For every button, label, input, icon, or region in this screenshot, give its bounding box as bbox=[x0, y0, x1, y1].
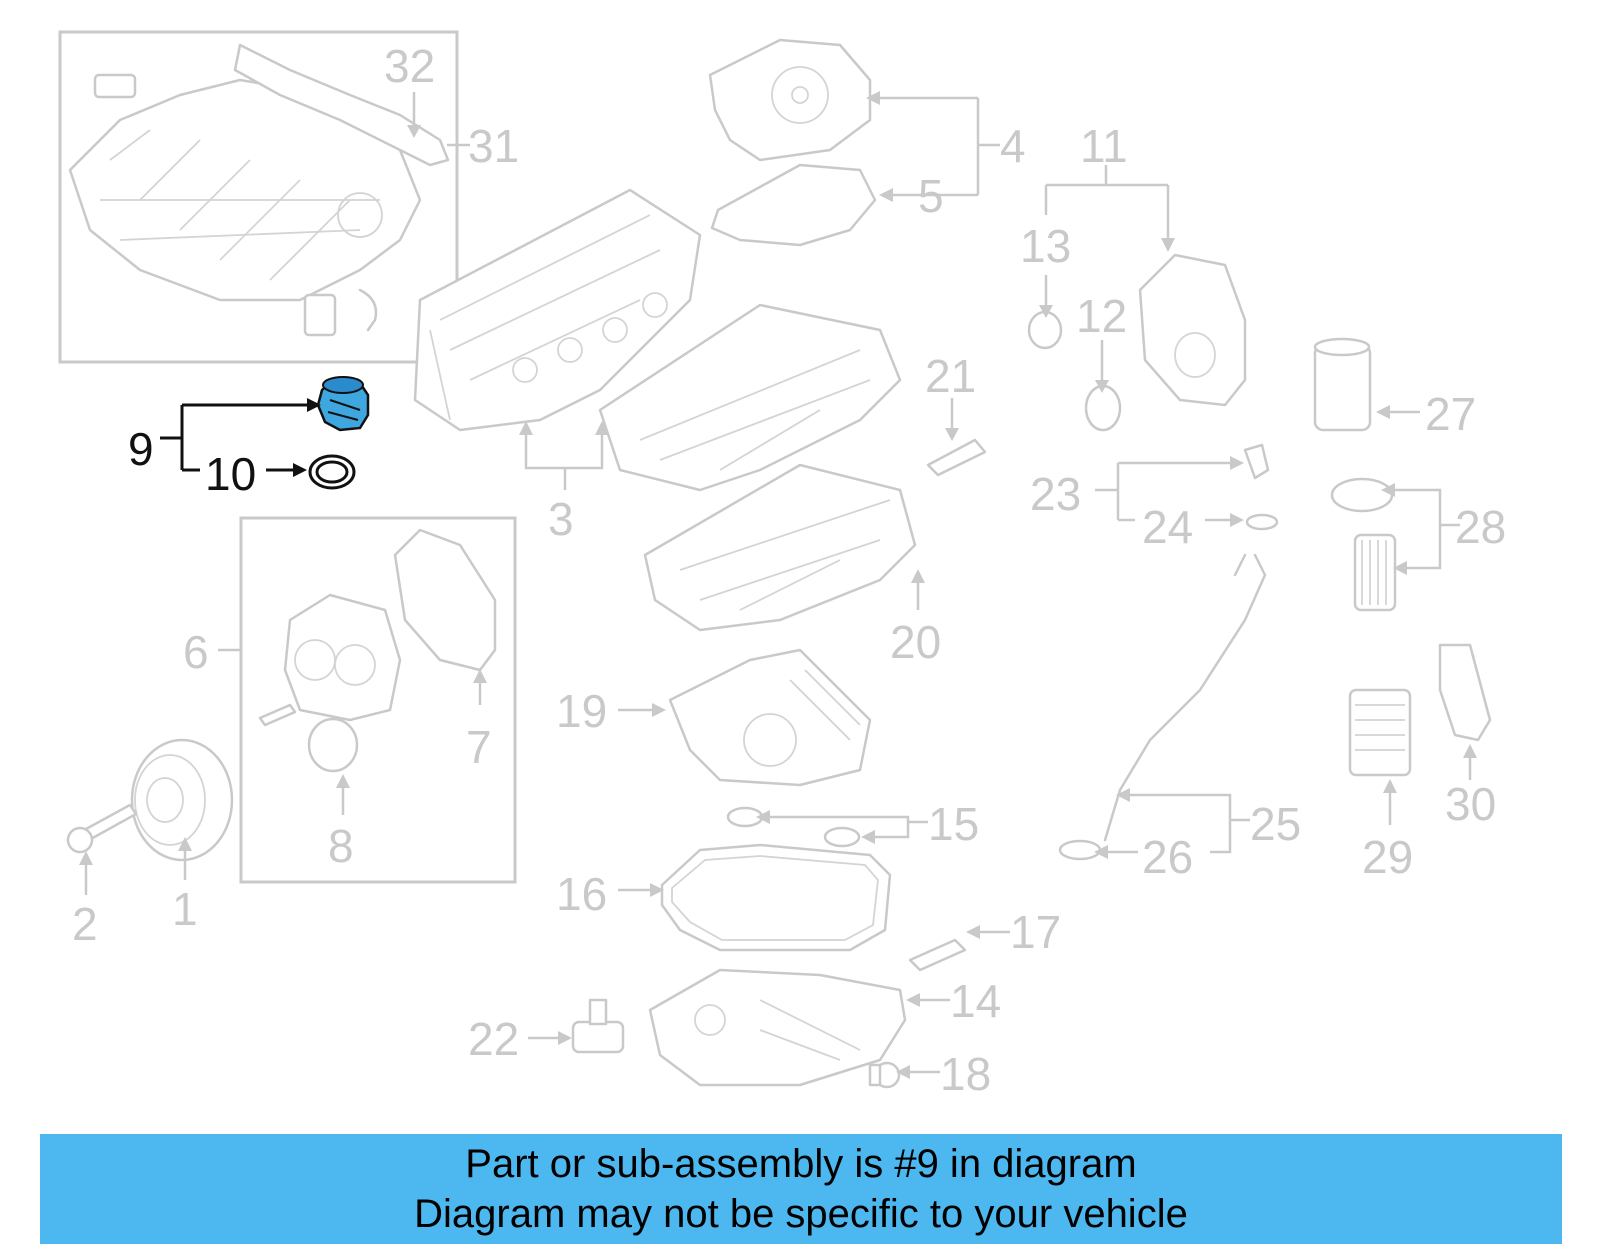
oil-filter-housing-part bbox=[1313, 337, 1372, 432]
cylinder-head-part bbox=[413, 188, 702, 432]
filter-gasket-part bbox=[1330, 477, 1394, 513]
dipstick-tube-part bbox=[1103, 553, 1267, 842]
callout-31: 31 bbox=[468, 120, 519, 172]
callout-22: 22 bbox=[468, 1013, 519, 1065]
callout-10: 10 bbox=[205, 448, 256, 500]
pulley-bolt-part bbox=[66, 803, 138, 854]
info-banner: Part or sub-assembly is #9 in diagram Di… bbox=[40, 1134, 1562, 1244]
callout-21: 21 bbox=[925, 350, 976, 402]
front-cover-gasket-part bbox=[393, 528, 497, 672]
callout-8: 8 bbox=[328, 820, 354, 872]
highlighted-part-10-seal-ring[interactable] bbox=[308, 454, 356, 490]
timing-cover-part bbox=[708, 38, 872, 162]
callout-26: 26 bbox=[1142, 831, 1193, 883]
timing-case-part bbox=[1138, 253, 1247, 407]
callout-6: 6 bbox=[183, 626, 209, 678]
intake-manifold-group-box bbox=[58, 30, 459, 364]
banner-line-part-number: Part or sub-assembly is #9 in diagram bbox=[465, 1142, 1137, 1186]
breather-part bbox=[1243, 443, 1270, 480]
bedplate-part bbox=[643, 463, 917, 632]
front-cover-part bbox=[283, 593, 402, 722]
oil-cooler-gasket-part bbox=[1438, 643, 1492, 742]
seal-part bbox=[1027, 310, 1063, 350]
callout-23: 23 bbox=[1030, 468, 1081, 520]
callout-12: 12 bbox=[1076, 290, 1127, 342]
cam-carrier-part bbox=[598, 303, 902, 492]
drain-plug-part bbox=[868, 1061, 901, 1089]
callout-28: 28 bbox=[1455, 501, 1506, 553]
callout-25: 25 bbox=[1250, 798, 1301, 850]
highlighted-part-9-oil-filler-cap[interactable] bbox=[316, 376, 370, 432]
callout-32: 32 bbox=[384, 40, 435, 92]
callout-7: 7 bbox=[466, 721, 492, 773]
callout-11: 11 bbox=[1080, 120, 1128, 172]
callout-30: 30 bbox=[1445, 778, 1496, 830]
callout-27: 27 bbox=[1425, 388, 1476, 440]
intake-gasket-part bbox=[233, 43, 450, 167]
o-ring-part bbox=[823, 826, 861, 848]
callout-16: 16 bbox=[556, 868, 607, 920]
crank-seal-part bbox=[1084, 384, 1122, 432]
callout-2: 2 bbox=[72, 898, 98, 950]
callout-17: 17 bbox=[1010, 906, 1061, 958]
callout-24: 24 bbox=[1142, 501, 1193, 553]
callout-15: 15 bbox=[928, 798, 979, 850]
callout-19: 19 bbox=[556, 685, 607, 737]
front-cover-group-box bbox=[239, 516, 517, 884]
callout-5: 5 bbox=[918, 170, 944, 222]
oil-level-sensor-part bbox=[571, 998, 625, 1054]
sealant-tube-part bbox=[908, 938, 967, 972]
callout-14: 14 bbox=[950, 975, 1001, 1027]
timing-cover-gasket-part bbox=[710, 163, 877, 247]
callout-18: 18 bbox=[940, 1048, 991, 1100]
sealant-tube-part bbox=[926, 438, 987, 477]
oil-cooler-part bbox=[1348, 688, 1412, 777]
callout-4: 4 bbox=[1000, 120, 1026, 172]
intake-manifold-part bbox=[68, 73, 422, 337]
crank-pulley-part bbox=[130, 738, 234, 862]
callout-9: 9 bbox=[128, 423, 154, 475]
washer-part bbox=[1245, 513, 1279, 531]
oil-baffle-part bbox=[668, 648, 872, 787]
callout-1: 1 bbox=[172, 883, 198, 935]
bolt-part bbox=[258, 703, 297, 727]
tube-seal-part bbox=[1058, 839, 1102, 861]
callout-29: 29 bbox=[1362, 831, 1413, 883]
oil-filter-element-part bbox=[1353, 533, 1397, 612]
callout-13: 13 bbox=[1020, 220, 1071, 272]
oil-pan-gasket-part bbox=[660, 843, 892, 952]
banner-line-disclaimer: Diagram may not be specific to your vehi… bbox=[414, 1192, 1188, 1236]
callout-20: 20 bbox=[890, 616, 941, 668]
callout-3: 3 bbox=[548, 493, 574, 545]
seal-ring-part bbox=[307, 717, 359, 773]
oil-pan-part bbox=[648, 968, 907, 1087]
